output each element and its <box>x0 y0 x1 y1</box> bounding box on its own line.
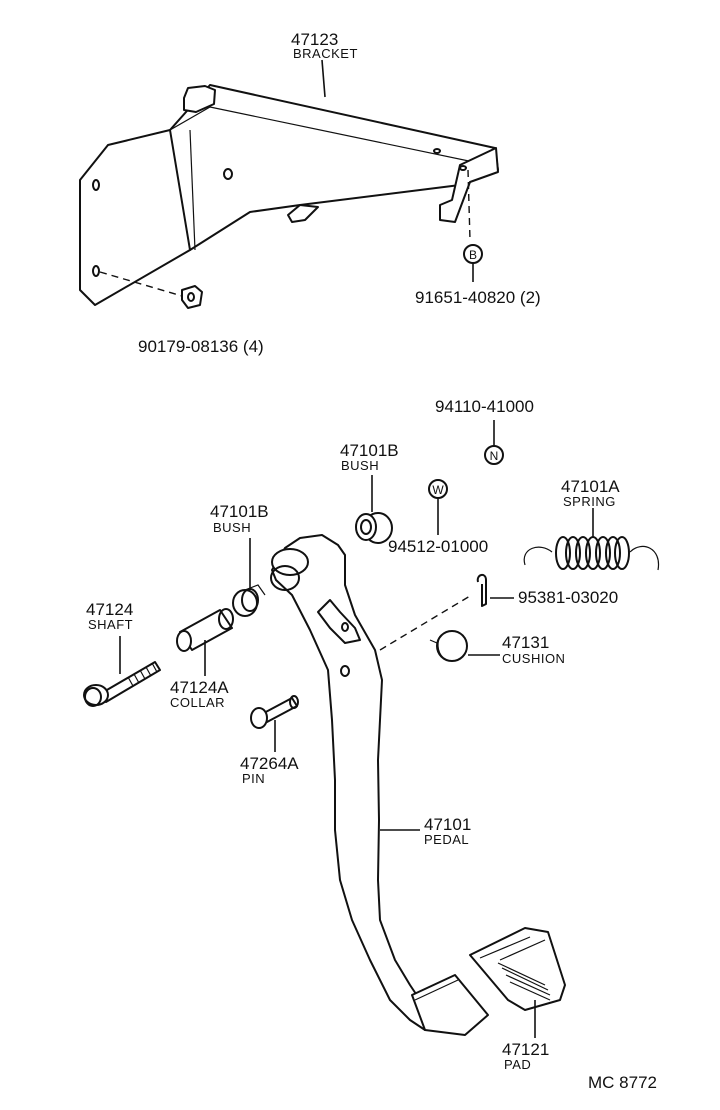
pedal-number: 47101 <box>424 815 471 834</box>
spring-name: SPRING <box>563 494 616 509</box>
shaft-47124 <box>83 661 161 707</box>
pad-47121 <box>469 927 566 1011</box>
cushion-47131 <box>429 630 468 662</box>
svg-text:N: N <box>490 449 499 463</box>
pedal-name: PEDAL <box>424 832 469 847</box>
pad-number: 47121 <box>502 1040 549 1059</box>
cotter-pin-95381-03020 <box>476 574 487 607</box>
washer-number: 94512-01000 <box>388 537 488 556</box>
bracket-name: BRACKET <box>293 46 358 61</box>
shaft-name: SHAFT <box>88 617 133 632</box>
bolt-b-number: 91651-40820 (2) <box>415 288 541 307</box>
nut-90179-08136 <box>181 285 203 309</box>
pad-name: PAD <box>504 1057 531 1072</box>
nut-n-number: 94110-41000 <box>435 397 534 416</box>
collar-47124a <box>176 608 234 652</box>
bolt-b-symbol: B <box>463 244 483 264</box>
pin-47264a <box>250 695 299 729</box>
nut-assembly-line <box>99 271 183 297</box>
svg-text:B: B <box>469 248 477 262</box>
nut-n-symbol: N <box>484 445 504 465</box>
svg-text:W: W <box>432 483 444 497</box>
cotter-pin-number: 95381-03020 <box>518 588 618 607</box>
shaft-number: 47124 <box>86 600 133 619</box>
bracket-leader <box>321 59 326 98</box>
washer-w-symbol: W <box>428 479 448 499</box>
bush-lower-number: 47101B <box>210 502 269 521</box>
bush-upper-number: 47101B <box>340 441 399 460</box>
cushion-name: CUSHION <box>502 651 565 666</box>
collar-number: 47124A <box>170 678 229 697</box>
drawing-code: MC 8772 <box>588 1073 657 1092</box>
cotter-assembly-line <box>379 595 471 651</box>
bush-upper-name: BUSH <box>341 458 379 473</box>
spring-47101a <box>523 536 660 571</box>
bush-lower-name: BUSH <box>213 520 251 535</box>
pedal-47101 <box>270 534 489 1036</box>
pin-name: PIN <box>242 771 265 786</box>
cushion-number: 47131 <box>502 633 549 652</box>
collar-name: COLLAR <box>170 695 225 710</box>
bush-upper-47101b <box>355 512 393 544</box>
spring-number: 47101A <box>561 477 620 496</box>
bracket-47123 <box>79 84 499 306</box>
bracket-number: 47123 <box>291 30 338 49</box>
bush-lower-47101b <box>232 584 266 617</box>
pin-number: 47264A <box>240 754 299 773</box>
nut-number: 90179-08136 (4) <box>138 337 264 356</box>
